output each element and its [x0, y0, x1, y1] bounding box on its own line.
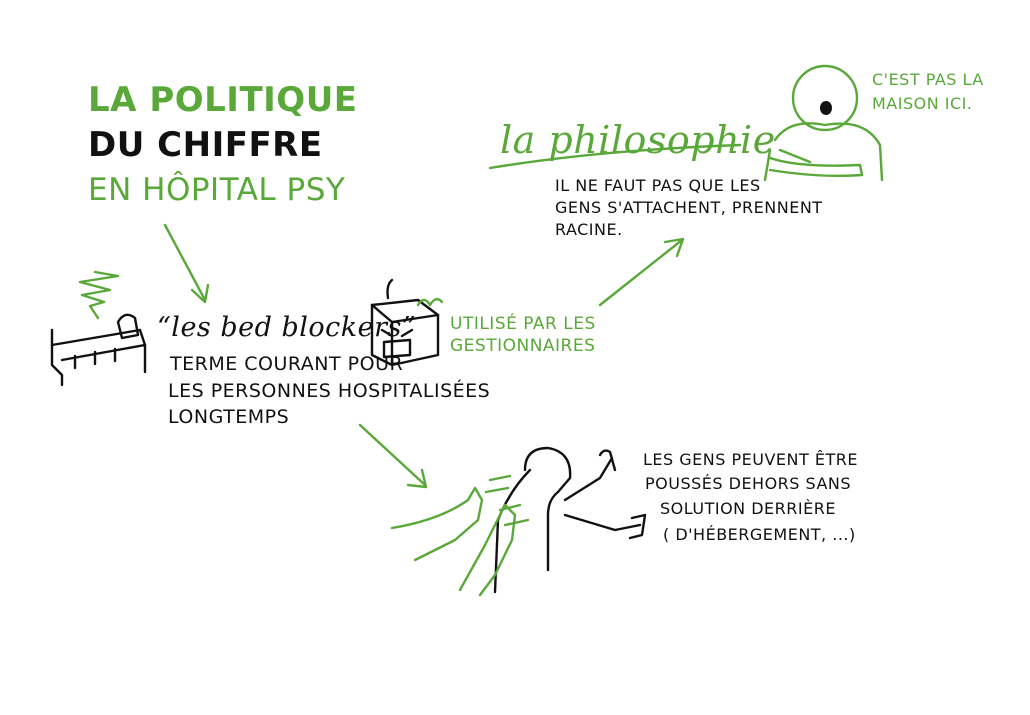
- speech-line-1: C'EST PAS LA: [872, 70, 984, 89]
- gestionnaires-line-1: UTILISÉ PAR LES: [450, 314, 596, 334]
- philosophie-line-3: RACINE.: [555, 220, 623, 239]
- arrow-bedblockers-to-pushed: [358, 423, 428, 489]
- pushed-line-2: POUSSÉS DEHORS SANS: [645, 474, 852, 493]
- pushed-person-icon: [390, 446, 647, 597]
- title-line-2: DU CHIFFRE: [88, 125, 323, 165]
- philosophie-line-2: GENS S'ATTACHENT, PRENNENT: [555, 198, 823, 217]
- philosophie-underline: [488, 143, 742, 170]
- title-line-1: LA POLITIQUE: [88, 80, 358, 120]
- arrow-gestionnaires-to-philosophie: [598, 237, 685, 307]
- philosophie-line-1: IL NE FAUT PAS QUE LES: [555, 176, 761, 195]
- bed-blockers-desc-2: LES PERSONNES HOSPITALISÉES: [168, 380, 491, 402]
- gestionnaires-line-2: GESTIONNAIRES: [450, 336, 596, 356]
- bed-blockers-label: “les bed blockers”: [157, 312, 417, 343]
- pushed-line-3: SOLUTION DERRIÈRE: [660, 499, 836, 518]
- bed-icon: [50, 270, 147, 387]
- philosophie-label: la philosophie: [500, 118, 776, 162]
- open-mouth: [820, 101, 832, 115]
- bed-blockers-desc-3: LONGTEMPS: [168, 406, 290, 428]
- arrow-title-to-bedblockers: [163, 223, 210, 304]
- speech-line-2: MAISON ICI.: [872, 94, 973, 113]
- bed-blockers-desc-1: TERME COURANT POUR: [170, 353, 404, 375]
- angry-box-icon: [370, 278, 444, 367]
- pushed-line-1: LES GENS PEUVENT ÊTRE: [643, 450, 858, 469]
- crossed-arms-person-icon: [763, 64, 884, 182]
- pushed-line-4: ( D'HÉBERGEMENT, ...): [663, 525, 856, 544]
- title-line-3: EN HÔPITAL PSY: [88, 172, 346, 208]
